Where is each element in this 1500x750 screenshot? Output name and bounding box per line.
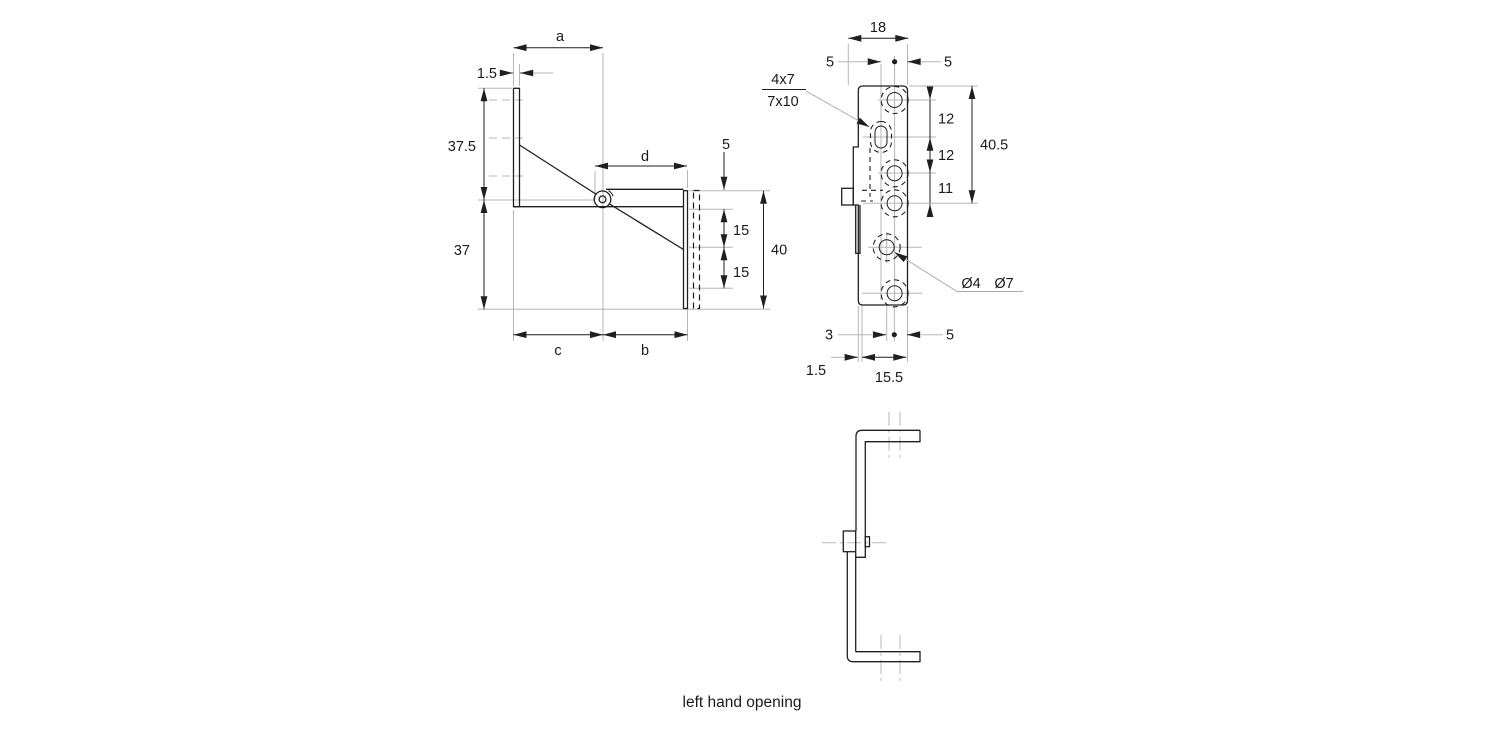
front-view-part [841,85,909,308]
slot-callout-bottom: 7x10 [767,94,798,110]
slot-hole-head [869,120,893,154]
side-view-part [512,87,701,310]
dim-label-5-bottom: 5 [946,328,954,344]
dim-label-12-upper: 12 [938,112,954,128]
mounting-holes [869,85,909,308]
dim-label-15-5: 15.5 [875,370,903,386]
dim-label-a: a [556,29,565,45]
dim-label-d: d [641,149,649,165]
dim-label-40-5: 40.5 [980,138,1008,154]
side-flange-edge [855,205,861,254]
hinge-pivot-outer [593,190,612,209]
slot-callout-top: 4x7 [771,72,794,88]
hinge-pivot-inner [598,195,607,204]
side-view-extension-lines [478,53,770,341]
dim-label-b: b [641,343,649,359]
slot-hole [874,125,888,149]
profile-hinge-knuckle [842,530,857,553]
dim-label-18: 18 [870,20,886,36]
dim-label-5: 5 [722,137,730,153]
side-view-dimensions: a 1.5 37.5 37 d 5 15 15 40 c b [448,29,787,359]
dim-label-c: c [554,343,561,359]
profile-view [822,411,921,684]
dim-label-37-5: 37.5 [448,139,476,155]
dim-label-11: 11 [938,181,953,197]
dim-label-5-right: 5 [944,55,952,71]
dim-label-thickness: 1.5 [477,66,497,82]
dim-label-5-left: 5 [826,55,834,71]
door-panel-hidden-edge [692,189,701,310]
hinge-knuckle-arc [608,190,614,197]
dim-label-37: 37 [454,243,470,259]
dim-label-12-lower: 12 [938,148,954,164]
caption: left hand opening [683,694,802,711]
front-view-dimensions: 18 5 5 4x7 7x10 12 12 11 40.5 Ø4 Ø7 [762,20,1023,386]
dim-label-15-upper: 15 [733,223,749,239]
side-view: a 1.5 37.5 37 d 5 15 15 40 c b [448,29,787,359]
hole-dia-label: Ø4 [961,276,980,292]
profile-hinge-pin-tab [864,536,871,548]
dim-label-3: 3 [825,328,833,344]
hinge-knuckle-edge [841,187,854,206]
head-dia-label: Ø7 [994,276,1013,292]
profile-part [842,429,921,663]
dim-label-40: 40 [771,243,787,259]
dim-label-15-lower: 15 [733,265,749,281]
front-view: 18 5 5 4x7 7x10 12 12 11 40.5 Ø4 Ø7 [762,20,1023,386]
dim-label-1-5-bottom: 1.5 [806,363,826,379]
profile-centerlines [822,411,901,684]
